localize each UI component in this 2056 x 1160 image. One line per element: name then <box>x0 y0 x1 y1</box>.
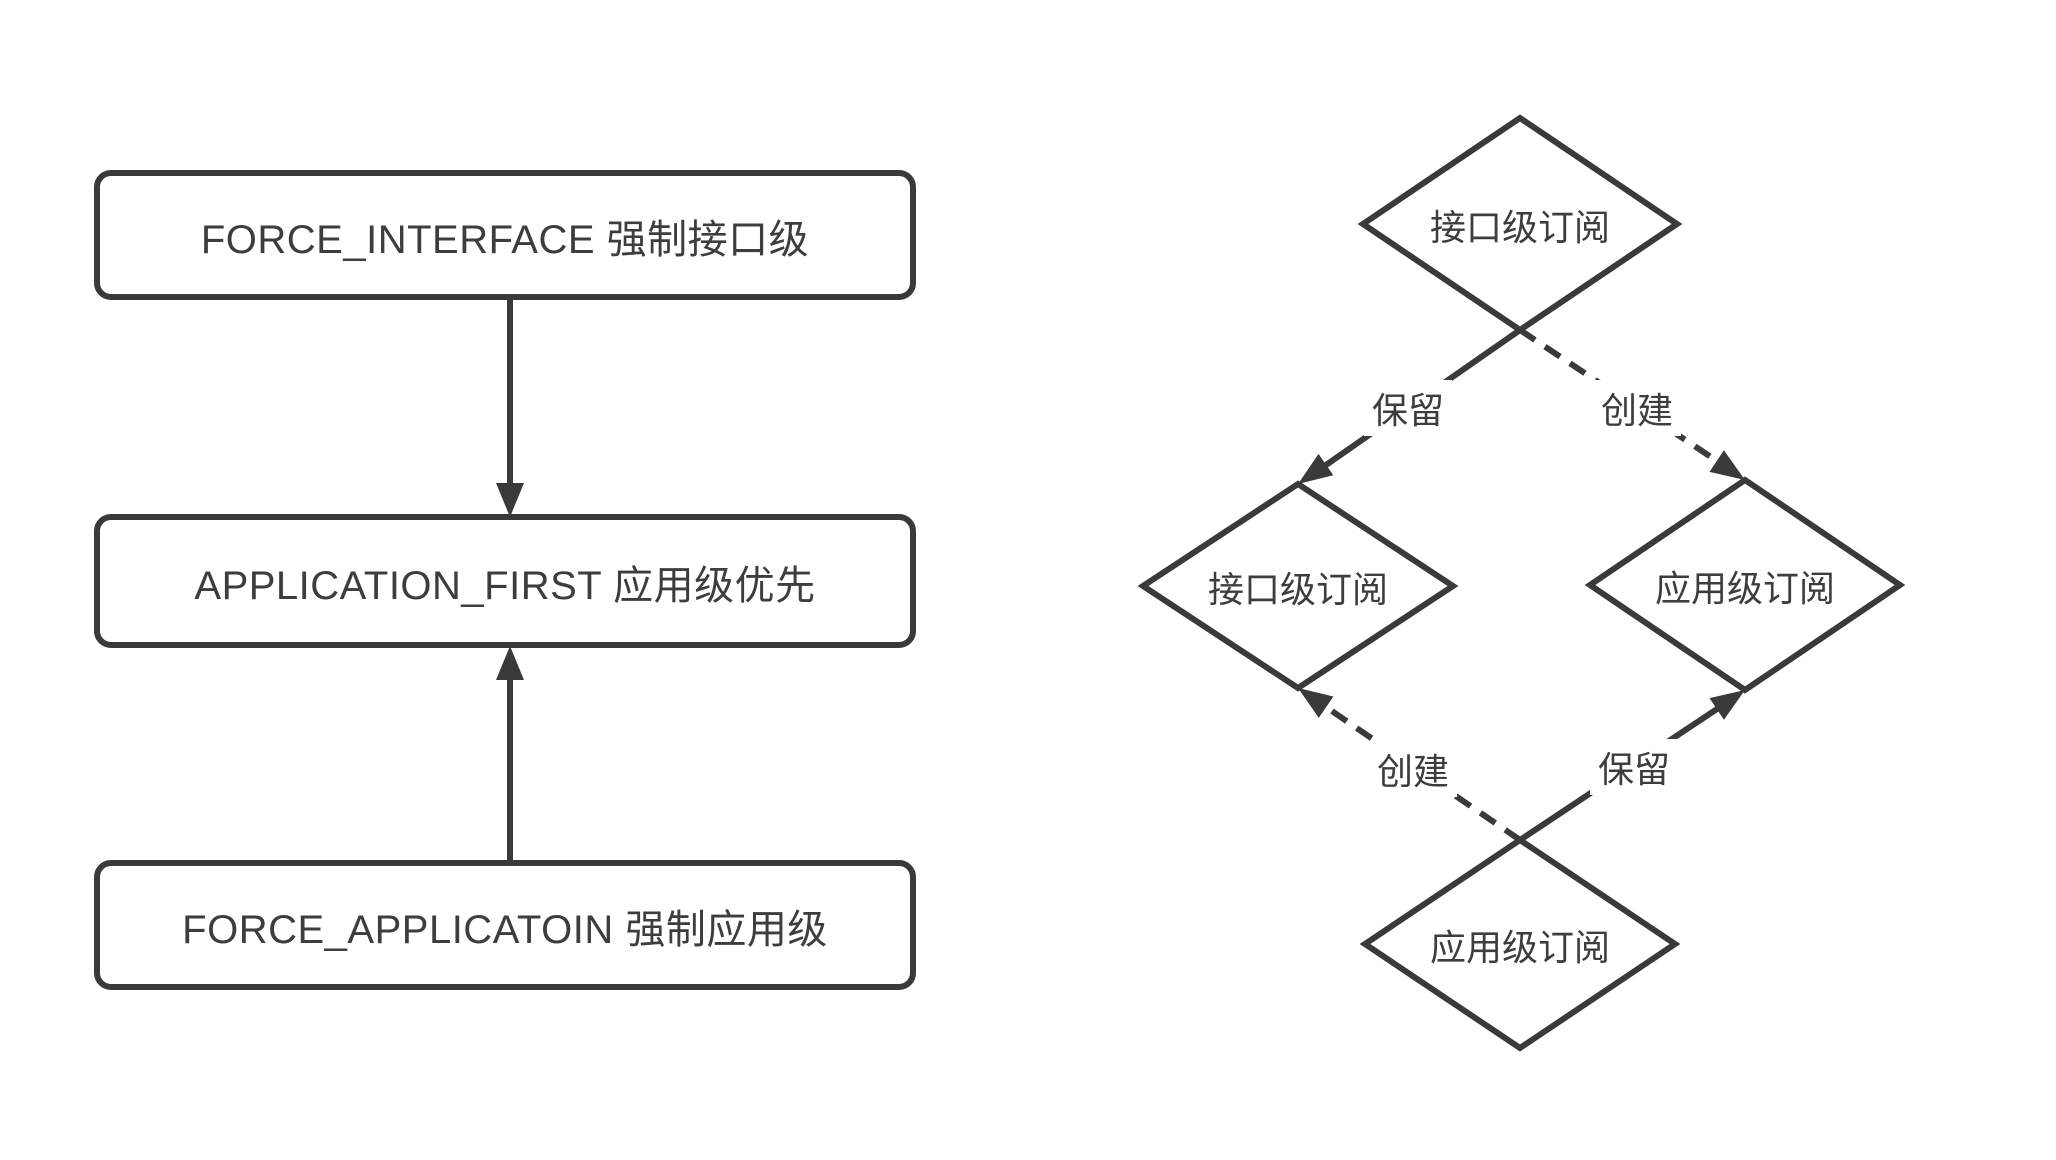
node-box-force-applicatoin <box>94 860 916 990</box>
node-label-force-applicatoin: FORCE_APPLICATOIN 强制应用级 <box>182 908 828 952</box>
edge-label-retain-bottom-right: 保留 <box>1589 739 1679 795</box>
node-box-force-interface <box>94 170 916 300</box>
node-diamond-mid-right <box>1584 476 1906 694</box>
edge-label-create-bottom-left: 创建 <box>1368 741 1458 797</box>
node-diamond-mid-left <box>1137 480 1459 692</box>
diamond-label-mid-right: 应用级订阅 <box>1654 568 1836 609</box>
connector-up-arrowhead-icon <box>496 646 524 680</box>
edge-label-create-top-right: 创建 <box>1592 380 1682 436</box>
connector-down-arrowhead-icon <box>496 483 524 517</box>
node-diamond-top <box>1357 114 1683 334</box>
diamond-label-bottom: 应用级订阅 <box>1429 927 1611 968</box>
edge-top-to-midright-arrowhead-icon <box>1709 450 1745 480</box>
edge-bottom-to-midleft-line <box>1324 704 1522 843</box>
edge-bottom-to-midright-arrowhead-icon <box>1709 690 1745 720</box>
edge-top-to-midright-line <box>1518 327 1719 464</box>
node-box-application-first <box>94 514 916 648</box>
node-diamond-bottom <box>1359 836 1681 1052</box>
edge-top-to-midleft-arrowhead-icon <box>1298 453 1334 484</box>
diamond-label-top: 接口级订阅 <box>1429 207 1611 248</box>
diamond-label-mid-left: 接口级订阅 <box>1207 569 1389 610</box>
node-label-force-interface: FORCE_INTERFACE 强制接口级 <box>200 218 810 262</box>
edge-label-retain-top-left: 保留 <box>1363 380 1453 436</box>
edge-bottom-to-midleft-arrowhead-icon <box>1298 688 1334 718</box>
node-label-application-first: APPLICATION_FIRST 应用级优先 <box>194 564 816 608</box>
